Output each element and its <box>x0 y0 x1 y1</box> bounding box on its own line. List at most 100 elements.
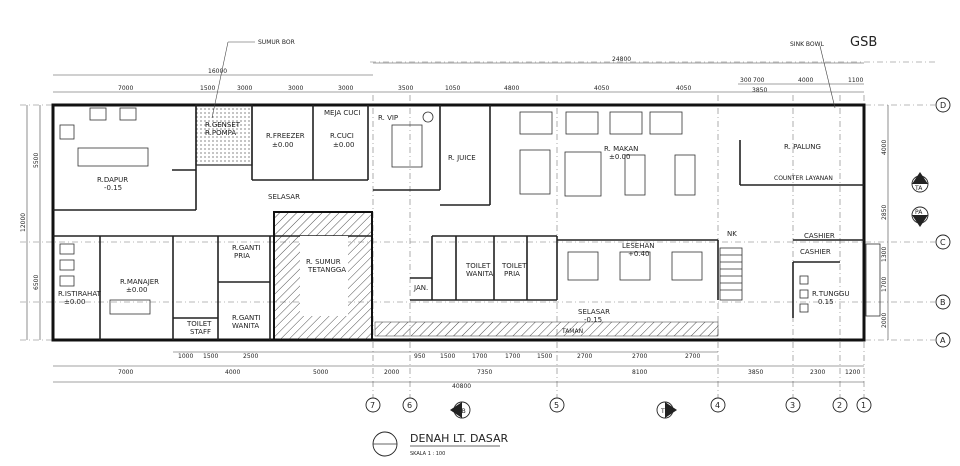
dim-bottom: 3850 <box>748 369 763 376</box>
dim-top: 300 <box>740 77 752 84</box>
dim-top: 3850 <box>752 87 767 94</box>
grid-bubble-c <box>935 234 951 250</box>
room-toilet-staff-label: TOILET <box>186 320 212 328</box>
grid-col-label: 2 <box>837 401 842 410</box>
title-block: DENAH LT. DASAR SKALA 1 : 100 <box>372 431 508 457</box>
furniture <box>59 107 881 317</box>
room-cashier-label: CASHIER <box>800 248 831 256</box>
dim-bottom-inner: 1700 <box>472 353 487 360</box>
room-dapur-level: -0.15 <box>104 184 122 192</box>
room-cuci-level: ±0.00 <box>333 141 354 149</box>
dim-right: 2850 <box>881 205 888 220</box>
row-grid-bubbles: D C B A <box>935 97 951 348</box>
room-manajer-level: ±0.00 <box>126 286 147 294</box>
callouts: SUMUR BOR SINK BOWL <box>211 39 836 119</box>
grid-row-label: D <box>940 101 946 110</box>
dim-right: 2000 <box>881 313 888 328</box>
room-selasar-bottom-label: SELASAR <box>578 308 610 316</box>
room-toilet-wanita-sub: WANITA <box>466 270 493 278</box>
left-dimensions: 5500 6500 12000 <box>20 105 41 340</box>
drawing-title: DENAH LT. DASAR <box>410 432 508 445</box>
room-sumur-label: R. SUMUR <box>306 258 341 266</box>
room-cuci-label: R.CUCI <box>330 132 354 140</box>
dim-bottom-inner: 1500 <box>203 353 218 360</box>
bottom-dimensions: 1000 1500 2500 950 1500 1700 1700 1500 2… <box>53 351 864 390</box>
room-lesehan-label: LESEHAN <box>622 242 654 250</box>
drawing-scale: SKALA 1 : 100 <box>410 451 445 457</box>
dim-right: 1700 <box>881 277 888 292</box>
section-marks: TA PA PB TB <box>450 172 929 419</box>
grid-bubble-3 <box>785 397 801 413</box>
dim-top-left-total: 16000 <box>208 68 227 75</box>
room-genset-sub: R.POMPA <box>205 129 236 137</box>
grid-row-label: A <box>940 336 946 345</box>
dim-top: 3000 <box>237 85 252 92</box>
taman-strip <box>374 321 719 337</box>
room-ganti-wanita-label: R.GANTI <box>232 314 261 322</box>
dim-top: 4050 <box>594 85 609 92</box>
dim-bottom: 2300 <box>810 369 825 376</box>
dim-bottom-total: 40800 <box>452 383 471 390</box>
room-palung-label: R. PALUNG <box>784 143 821 151</box>
dim-bottom: 7350 <box>477 369 492 376</box>
dim-top: 4000 <box>798 77 813 84</box>
dim-bottom-inner: 2700 <box>632 353 647 360</box>
dim-bottom-inner: 2700 <box>577 353 592 360</box>
column-grid-bubbles: 7 6 5 4 3 2 1 <box>365 397 872 413</box>
dim-bottom-inner: 2700 <box>685 353 700 360</box>
dim-left: 5500 <box>33 153 40 168</box>
grid-bubble-6 <box>402 397 418 413</box>
gsb-line: GSB <box>370 35 935 63</box>
section-mark-label: PB <box>458 408 466 415</box>
grid-bubble-2 <box>832 397 848 413</box>
grid-bubble-d <box>935 97 951 113</box>
dim-top-total: 24800 <box>612 56 631 63</box>
grid-row-label: C <box>940 238 946 247</box>
grid-col-label: 1 <box>861 401 866 410</box>
section-mark-label: PA <box>915 209 923 216</box>
dim-bottom: 5000 <box>313 369 328 376</box>
dim-bottom-inner: 1500 <box>537 353 552 360</box>
room-istirahat-label: R.ISTIRAHAT <box>58 290 102 298</box>
room-vip-label: R. VIP <box>378 114 398 122</box>
dim-bottom: 1200 <box>845 369 860 376</box>
dim-right: 4000 <box>881 140 888 155</box>
stairs <box>719 247 743 301</box>
room-selasar-top-label: SELASAR <box>268 193 300 201</box>
right-dimensions: 4000 2850 1300 1700 2000 <box>881 105 889 340</box>
dim-left: 12000 <box>20 213 27 232</box>
grid-col-label: 7 <box>370 401 375 410</box>
room-tunggu-label: R.TUNGGU <box>812 290 849 298</box>
dim-bottom-inner: 1500 <box>440 353 455 360</box>
top-dimensions: 16000 24800 7000 1500 3000 3000 3000 350… <box>53 56 864 94</box>
grid-bubble-5 <box>549 397 565 413</box>
callout-sink-bowl: SINK BOWL <box>790 41 825 48</box>
room-nk-label: NK <box>727 230 737 238</box>
dim-bottom: 2000 <box>384 369 399 376</box>
outer-walls <box>51 103 866 342</box>
dim-top: 3000 <box>338 85 353 92</box>
room-makan-label: R. MAKAN <box>604 145 638 153</box>
room-genset-label: R.GENSET <box>205 121 241 129</box>
room-toilet-pria-label: TOILET <box>501 262 527 270</box>
dim-bottom: 4000 <box>225 369 240 376</box>
dim-bottom-inner: 1700 <box>505 353 520 360</box>
callout-sumur-bor: SUMUR BOR <box>258 39 295 46</box>
room-taman-label: TAMAN <box>561 328 583 335</box>
dim-top: 1500 <box>200 85 215 92</box>
room-toilet-staff-sub: STAFF <box>190 328 211 336</box>
grid-bubble-1 <box>856 397 872 413</box>
grid-col-label: 6 <box>407 401 412 410</box>
section-mark-label: TB <box>660 408 669 415</box>
dim-bottom: 8100 <box>632 369 647 376</box>
room-tunggu-level: 0.15 <box>818 298 834 306</box>
room-freezer-label: R.FREEZER <box>266 132 305 140</box>
grid-bubble-4 <box>710 397 726 413</box>
room-counter-label: COUNTER LAYANAN <box>774 175 833 182</box>
grid-row-label: B <box>940 298 946 307</box>
room-ganti-wanita-sub: WANITA <box>232 322 259 330</box>
dim-top: 7000 <box>118 85 133 92</box>
gsb-label: GSB <box>850 35 877 50</box>
room-makan-level: ±0.00 <box>609 153 630 161</box>
